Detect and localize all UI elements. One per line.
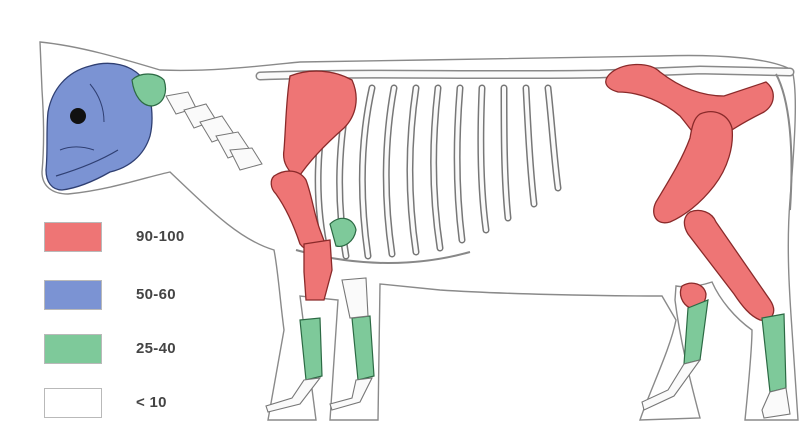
legend-row: < 10 <box>38 388 238 422</box>
legend-label: 50-60 <box>136 286 176 303</box>
eye-socket <box>70 108 86 124</box>
legend-row: 90-100 <box>38 222 238 256</box>
legend-label: < 10 <box>136 394 167 411</box>
legend-row: 25-40 <box>38 334 238 368</box>
hind-left-cannon <box>684 300 708 364</box>
legend-row: 50-60 <box>38 280 238 314</box>
legend-swatch <box>44 334 102 364</box>
legend-swatch <box>44 280 102 310</box>
legend-swatch <box>44 222 102 252</box>
legend-label: 90-100 <box>136 228 185 245</box>
legend-label: 25-40 <box>136 340 176 357</box>
legend-swatch <box>44 388 102 418</box>
